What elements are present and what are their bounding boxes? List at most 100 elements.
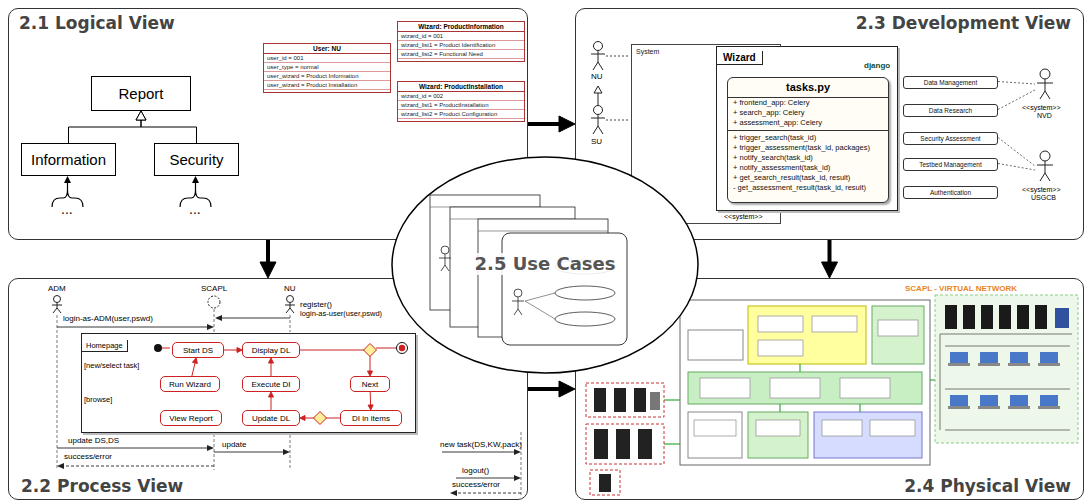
connector-line [69, 120, 142, 143]
lifeline [57, 315, 58, 470]
deployment-box [814, 412, 922, 458]
ellipsis: ... [189, 201, 201, 217]
table-row: user_type = normal [264, 63, 390, 72]
arrowhead [57, 463, 64, 469]
ellipse-outline [392, 157, 698, 373]
network-servers [945, 305, 1047, 329]
diagram-frame [502, 233, 627, 345]
message-label: success/error [452, 480, 500, 489]
node-text: DI in items [352, 414, 390, 423]
component-box [694, 420, 736, 436]
arrowhead [193, 358, 198, 363]
arrowhead [207, 445, 214, 451]
use-case-box: Authentication [903, 186, 998, 199]
connector-line [266, 240, 270, 262]
connector [528, 116, 575, 132]
arrowhead [136, 111, 146, 120]
actor-label: SU [591, 137, 602, 146]
frame-ground [80, 332, 415, 432]
connector [192, 358, 198, 376]
component-box [870, 420, 915, 436]
actor-body [1037, 161, 1053, 181]
lifeline-label: NU [284, 284, 296, 293]
laptop-base [978, 406, 1000, 409]
class-member: + assessment_app: Celery [728, 118, 888, 131]
connector-line [528, 387, 559, 391]
actor-body [591, 51, 605, 71]
node-text: Testbed Management [919, 161, 982, 168]
table-row: wizard_id = 002 [398, 92, 524, 101]
deployment-links [664, 364, 935, 444]
association-line [998, 82, 1035, 85]
node-text: Authentication [930, 189, 971, 196]
class-member: + search_app: Celery [728, 108, 888, 118]
node-text: Information [31, 151, 106, 168]
flow-line [376, 348, 396, 349]
use-case-box: Security Assessment [903, 132, 998, 145]
class-member: + get_search_result(task_id, result) [728, 173, 888, 183]
class-box: Information [21, 143, 116, 176]
association-line [998, 138, 1035, 167]
message-line [63, 466, 214, 467]
node-text: Start DS [183, 346, 213, 355]
arrowhead [559, 116, 575, 132]
table-header: Wizard: ProductInstallation [398, 82, 524, 92]
laptop-screen [1010, 352, 1028, 363]
class-box: Security [154, 143, 239, 176]
view-title: 2.3 Development View [856, 13, 1071, 34]
server-icon [1055, 308, 1069, 328]
laptop-base [978, 363, 1000, 366]
object-table: Wizard: ProductInstallationwizard_id = 0… [397, 81, 525, 122]
connector-line [528, 122, 559, 126]
arrowhead [64, 176, 71, 183]
node-text: Security [169, 151, 223, 168]
arrowhead [300, 416, 305, 421]
deployment-frame [680, 300, 930, 465]
actor-label: NU [591, 72, 603, 81]
table-header: User: NU [264, 44, 390, 54]
frame-rule [478, 231, 608, 232]
arrowhead [260, 262, 276, 278]
use-case-box: Data Management [903, 76, 998, 89]
network-region [935, 295, 1078, 443]
connector [224, 348, 242, 353]
class-member: + notify_search(task_id) [728, 153, 888, 163]
arrowhead [450, 490, 457, 496]
lifeline-label: SCAPL [201, 284, 227, 293]
activity-box: Display DL [242, 342, 300, 358]
connector-line [224, 350, 237, 351]
link-line [799, 364, 800, 372]
actor-head [514, 289, 522, 297]
message-line [456, 493, 521, 494]
component-box [758, 340, 803, 356]
component-box [812, 316, 857, 332]
class-member: + trigger_search(task_id) [728, 133, 888, 143]
class-name: tasks.py [728, 78, 888, 98]
activity-box: View Report [160, 410, 222, 426]
actor-head [1040, 69, 1050, 79]
server-icon [594, 429, 608, 459]
server-icon [963, 305, 975, 329]
laptop-base [1008, 363, 1030, 366]
frame-tab: Wizard [717, 51, 763, 65]
component-box [840, 378, 890, 398]
deployment-box [748, 412, 808, 458]
connector-line [271, 397, 272, 410]
message-line [456, 478, 515, 479]
stereotype-label: <<system>> [1022, 186, 1061, 194]
component-box [822, 420, 862, 436]
actor-head [1040, 151, 1050, 161]
server-icon [1017, 305, 1029, 329]
table-row: user_wizard = Product Installation [264, 81, 390, 90]
actor-figure [591, 42, 605, 71]
association-line [525, 293, 555, 319]
activity-box: Next [350, 376, 390, 392]
component-box [878, 320, 918, 336]
server-icon [616, 429, 630, 459]
link-line [664, 443, 680, 444]
actor-body [285, 303, 295, 314]
link-line [930, 379, 935, 380]
arrowhead [514, 449, 521, 455]
view-title: 2.2 Process View [21, 476, 183, 497]
association-lines [998, 82, 1035, 171]
